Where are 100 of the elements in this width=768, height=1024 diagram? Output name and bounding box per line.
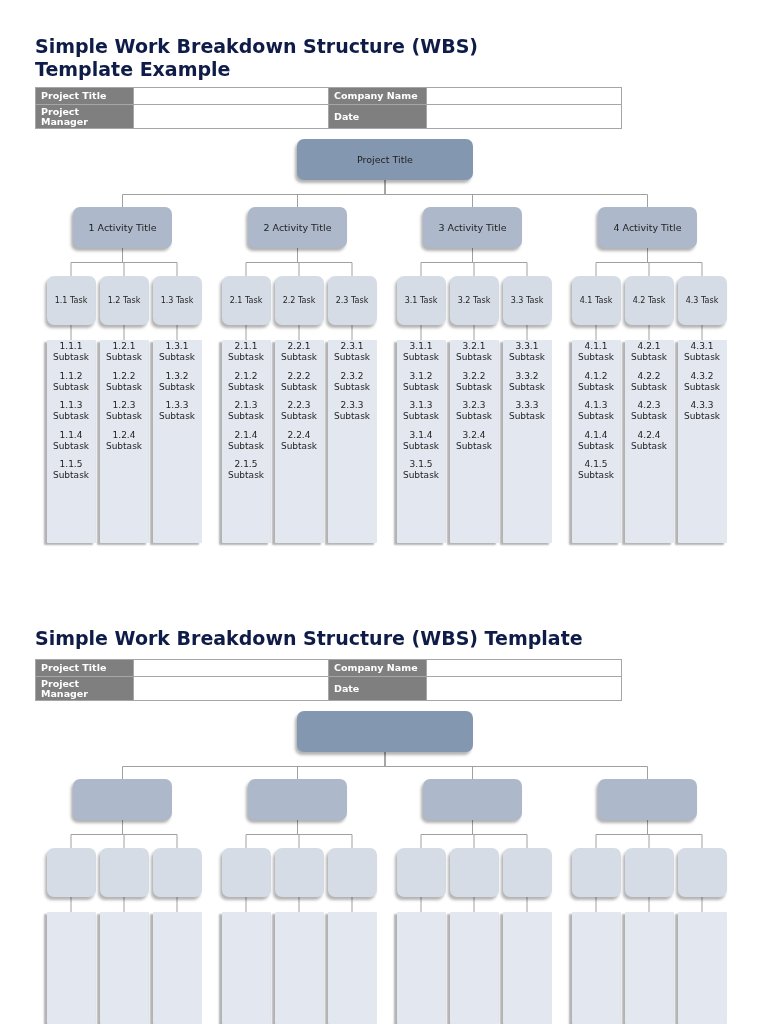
page-title: Simple Work Breakdown Structure (WBS) Template Example [35, 35, 479, 81]
connector-line [647, 819, 703, 849]
task-box [449, 848, 499, 897]
subtask-label: 1.1.1 Subtask [51, 341, 91, 363]
connector-line [648, 324, 650, 341]
task-box [502, 276, 552, 325]
connector-line [472, 819, 528, 849]
subtask-label: 4.2.3 Subtask [629, 400, 669, 422]
subtask-column [152, 912, 202, 1024]
node-label: 3 Activity Title [438, 221, 507, 234]
subtask-label: 3.1.1 Subtask [401, 341, 441, 363]
connector-line [176, 896, 178, 913]
task-box [99, 848, 149, 897]
connector-line [526, 324, 528, 341]
subtask-label: 2.3.1 Subtask [332, 341, 372, 363]
subtask-label: 1.2.3 Subtask [104, 400, 144, 422]
section-title: Simple Work Breakdown Structure (WBS) Template [35, 627, 584, 650]
task-box [221, 848, 271, 897]
subtask-label: 1.1.5 Subtask [51, 459, 91, 481]
subtask-label: 2.2.4 Subtask [279, 429, 319, 452]
field-label: Company Name [328, 87, 427, 105]
node-label: 3.3 Task [510, 294, 544, 307]
subtask-label: 2.1.1 Subtask [226, 341, 266, 363]
node-label: 4.2 Task [632, 294, 666, 307]
connector-line [122, 819, 178, 849]
connector-line [701, 896, 703, 913]
connector-line [701, 324, 703, 341]
node-label: 4 Activity Title [613, 221, 682, 234]
project-box [297, 711, 473, 752]
subtask-column [99, 340, 149, 543]
subtask-column [99, 912, 149, 1024]
connector-line [473, 896, 475, 913]
subtask-column [624, 912, 674, 1024]
task-box [677, 276, 727, 325]
subtask-column [677, 912, 727, 1024]
task-box [624, 848, 674, 897]
activity-box [423, 207, 522, 248]
connector-line [122, 247, 178, 277]
node-label: 1.3 Task [160, 294, 194, 307]
subtask-label: 3.1.2 Subtask [401, 370, 441, 393]
task-box [152, 276, 202, 325]
subtask-column [624, 340, 674, 543]
connector-line [472, 247, 528, 277]
task-box [571, 276, 621, 325]
subtask-label: 4.3.1 Subtask [682, 341, 722, 363]
subtask-label: 4.1.3 Subtask [576, 400, 616, 422]
task-box [449, 276, 499, 325]
connector-line [245, 896, 247, 913]
connector-line [298, 324, 300, 341]
node-label: 3.1 Task [404, 294, 438, 307]
connector-line [351, 896, 353, 913]
subtask-label: 2.1.3 Subtask [226, 400, 266, 422]
connector-line [384, 751, 648, 780]
subtask-label: 4.1.2 Subtask [576, 370, 616, 393]
subtask-label: 1.1.3 Subtask [51, 400, 91, 422]
task-box [327, 848, 377, 897]
subtask-label: 2.1.4 Subtask [226, 429, 266, 452]
connector-line [70, 324, 72, 341]
subtask-column [327, 912, 377, 1024]
connector-line [473, 324, 475, 341]
subtask-label: 3.1.3 Subtask [401, 400, 441, 422]
connector-line [245, 324, 247, 341]
connector-line [595, 324, 597, 341]
subtask-label: 3.2.3 Subtask [454, 400, 494, 422]
connector-line [123, 324, 125, 341]
node-label: 2.3 Task [335, 294, 369, 307]
subtask-column [274, 340, 324, 543]
subtask-label: 1.3.1 Subtask [157, 341, 197, 363]
subtask-label: 4.1.5 Subtask [576, 459, 616, 481]
field-label: Company Name [328, 659, 427, 677]
subtask-column [571, 912, 621, 1024]
subtask-label: 3.3.1 Subtask [507, 341, 547, 363]
subtask-label: 2.2.1 Subtask [279, 341, 319, 363]
subtask-label: 4.2.1 Subtask [629, 341, 669, 363]
task-box [46, 848, 96, 897]
node-label: 1 Activity Title [88, 221, 157, 234]
subtask-label: 3.2.2 Subtask [454, 370, 494, 393]
subtask-label: 1.2.4 Subtask [104, 429, 144, 452]
subtask-label: 3.2.1 Subtask [454, 341, 494, 363]
subtask-column [396, 912, 446, 1024]
subtask-column [571, 340, 621, 543]
subtask-label: 4.3.2 Subtask [682, 370, 722, 393]
project-box [297, 139, 473, 180]
connector-line [648, 896, 650, 913]
connector-line [297, 819, 353, 849]
connector-line [70, 896, 72, 913]
connector-line [123, 896, 125, 913]
connector-line [526, 896, 528, 913]
subtask-column [46, 340, 96, 543]
subtask-column [502, 340, 552, 543]
field-label: Date [328, 676, 427, 701]
task-box [274, 848, 324, 897]
activity-box [598, 207, 697, 248]
connector-line [420, 896, 422, 913]
activity-box [423, 779, 522, 820]
field-label: Project Manager [35, 676, 134, 701]
subtask-label: 2.3.3 Subtask [332, 400, 372, 422]
subtask-label: 3.3.2 Subtask [507, 370, 547, 393]
subtask-column [46, 912, 96, 1024]
subtask-column [396, 340, 446, 543]
